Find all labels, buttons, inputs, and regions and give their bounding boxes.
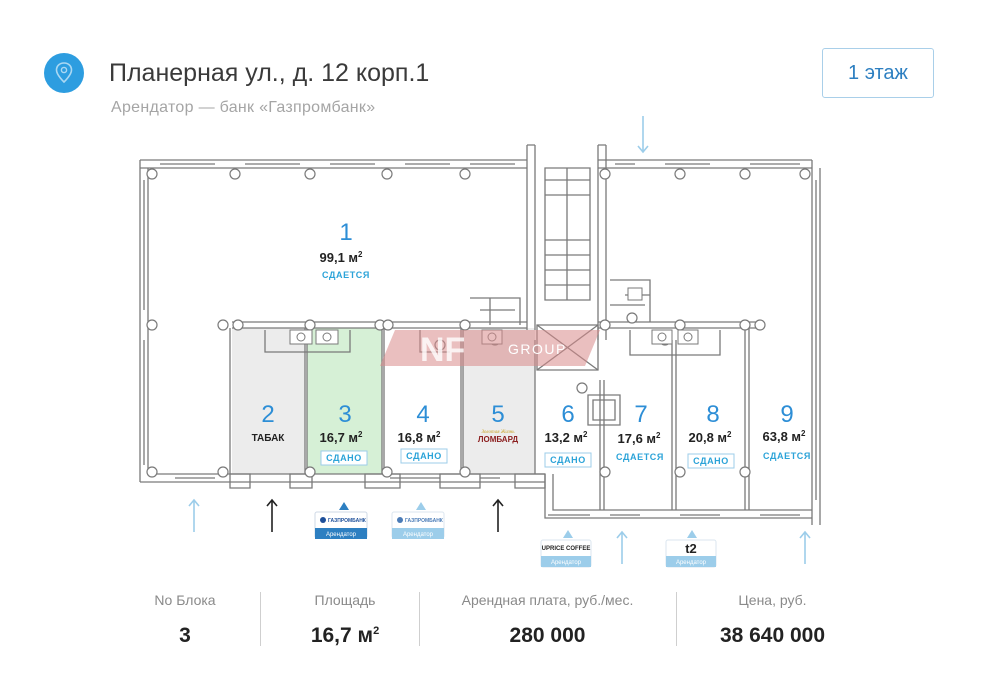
floor-plan: NF GROUP ГАЗПРОМБАНК Арендатор ГАЗПРОМБА… [139, 116, 821, 568]
unit-status-badge-6 [544, 452, 592, 468]
stat-area: Площадь 16,7 м2 [275, 592, 415, 648]
unit-name-2: ТАБАК [252, 433, 286, 444]
unit-area-1: 99,1 м2 [320, 250, 364, 265]
tenant-label-2: Арендатор [403, 532, 434, 538]
unit-status-7: СДАЕТСЯ [616, 452, 664, 462]
stat-area-value: 16,7 м2 [310, 624, 380, 647]
tenant-logo-text-1: ГАЗПРОМБАНК [328, 518, 367, 524]
tenant-logo-2 [391, 511, 445, 539]
unit-name-top-5: Золотая Жизнь [481, 430, 515, 435]
page-title: Планерная ул., д. 12 корп.1 [109, 59, 430, 87]
location-pin-icon [44, 53, 84, 93]
floor-selector-button[interactable]: 1 этаж [822, 48, 934, 98]
unit-status-6: СДАНО [550, 455, 586, 465]
unit-number-1[interactable]: 1 [339, 219, 352, 246]
stat-divider [419, 592, 420, 646]
unit-number-7[interactable]: 7 [634, 401, 647, 428]
tenant-label-3: Арендатор [551, 560, 582, 566]
unit-number-4[interactable]: 4 [416, 401, 429, 428]
stat-block-value: 3 [179, 624, 191, 647]
unit-status-9: СДАЕТСЯ [763, 451, 811, 461]
tenant-logo-4 [665, 539, 717, 568]
unit-area-7: 17,6 м2 [618, 431, 662, 446]
stat-price-label: Цена, руб. [738, 592, 807, 608]
tenant-logo-text-2: ГАЗПРОМБАНК [405, 518, 444, 524]
unit-area-3: 16,7 м2 [320, 430, 364, 445]
unit-number-3[interactable]: 3 [338, 401, 351, 428]
tenant-note: Арендатор — банк «Газпромбанк» [111, 99, 376, 116]
unit-status-4: СДАНО [406, 451, 442, 461]
stat-divider [260, 592, 261, 646]
unit-area-4: 16,8 м2 [398, 430, 442, 445]
stat-price-value: 38 640 000 [719, 624, 826, 647]
stat-rent-label: Арендная плата, руб./мес. [461, 592, 634, 608]
unit-area-6: 13,2 м2 [545, 430, 589, 445]
stat-rent: Арендная плата, руб./мес. 280 000 [435, 592, 660, 648]
tenant-logo-1 [314, 511, 368, 539]
tenant-label-1: Арендатор [326, 532, 357, 538]
unit-number-9[interactable]: 9 [780, 401, 793, 428]
stat-block: No Блока 3 [130, 592, 240, 648]
stat-price: Цена, руб. 38 640 000 [690, 592, 855, 648]
unit-status-badge-8 [687, 453, 735, 469]
unit-status-8: СДАНО [693, 456, 729, 466]
unit-name-5: ЛОМБАРД [478, 435, 519, 444]
unit-area-9: 63,8 м2 [763, 429, 807, 444]
watermark-right: GROUP [508, 341, 567, 357]
unit-number-8[interactable]: 8 [706, 401, 719, 428]
stat-rent-value: 280 000 [509, 624, 586, 647]
unit-status-badge-4 [400, 448, 448, 464]
tenant-label-4: Арендатор [676, 560, 707, 566]
tenant-logo-text-4: t2 [685, 541, 697, 556]
watermark [380, 330, 600, 366]
tenant-logo-text-3: UPRICE COFFEE [542, 546, 591, 552]
unit-number-2[interactable]: 2 [261, 401, 274, 428]
unit-status-3: СДАНО [326, 453, 362, 463]
stat-divider [676, 592, 677, 646]
unit-status-badge-3 [320, 450, 368, 466]
unit-number-6[interactable]: 6 [561, 401, 574, 428]
stat-block-label: No Блока [154, 592, 216, 608]
unit-status-1: СДАЕТСЯ [322, 270, 370, 280]
unit-number-5[interactable]: 5 [491, 401, 504, 428]
unit-stats: No Блока 3 Площадь 16,7 м2 Арендная плат… [100, 592, 890, 650]
watermark-left: NF [420, 331, 465, 369]
unit-area-8: 20,8 м2 [689, 430, 733, 445]
stat-area-label: Площадь [314, 592, 376, 608]
tenant-logo-3 [540, 539, 592, 568]
